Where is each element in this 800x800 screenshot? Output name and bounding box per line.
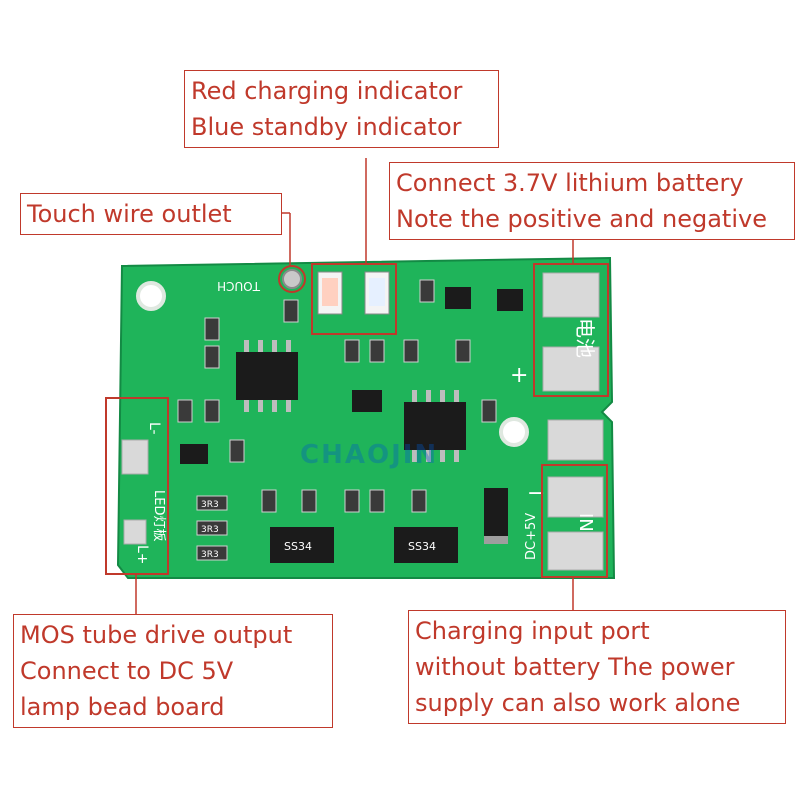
callout-indicators: Red charging indicator Blue standby indi…: [184, 70, 499, 148]
silk-plus: +: [510, 363, 528, 388]
silk-l-minus: L-: [146, 422, 162, 435]
silk-minus: −: [527, 481, 545, 506]
callout-battery-line2: Note the positive and negative: [396, 205, 767, 233]
silk-battery: 电池: [573, 318, 597, 358]
silk-ss34-b: SS34: [408, 540, 436, 553]
charging-pads: [547, 419, 604, 571]
callout-indicators-line2: Blue standby indicator: [191, 113, 462, 141]
highlight-boxes: [105, 263, 609, 578]
callout-mos-line2: Connect to DC 5V: [20, 657, 234, 685]
callout-touch-line1: Touch wire outlet: [27, 200, 232, 228]
silk-touch: TOUCH: [217, 279, 261, 293]
led-indicators: [317, 271, 390, 315]
callout-touch: Touch wire outlet: [20, 193, 282, 235]
diodes: [270, 488, 508, 563]
callout-indicators-line1: Red charging indicator: [191, 77, 463, 105]
led-output-pads: [121, 439, 149, 545]
ic-chips: [180, 287, 523, 464]
silk-in: IN: [575, 513, 596, 532]
mounting-hole-left: [136, 281, 166, 311]
silk-dc5v: DC+5V: [524, 513, 539, 560]
touch-pad: [282, 269, 302, 289]
callout-mos: MOS tube drive output Connect to DC 5V l…: [13, 614, 333, 728]
callout-charging-line2: without battery The power: [415, 653, 735, 681]
silk-led: LED灯板: [151, 490, 166, 541]
watermark: CHAOJIN: [300, 440, 439, 470]
battery-pads: [542, 272, 600, 392]
callout-charging-line1: Charging input port: [415, 617, 650, 645]
callout-battery-line1: Connect 3.7V lithium battery: [396, 169, 744, 197]
leader-lines: [135, 158, 574, 614]
callout-battery: Connect 3.7V lithium battery Note the po…: [389, 162, 795, 240]
callout-charging: Charging input port without battery The …: [408, 610, 786, 724]
silk-3r3-c: 3R3: [201, 550, 219, 560]
callout-mos-line3: lamp bead board: [20, 693, 225, 721]
silk-3r3-a: 3R3: [201, 500, 219, 510]
mounting-hole-right: [499, 417, 529, 447]
silk-l-plus: L+: [134, 545, 150, 565]
passive-components: [177, 279, 497, 561]
silk-ss34-a: SS34: [284, 540, 312, 553]
callout-mos-line1: MOS tube drive output: [20, 621, 293, 649]
silk-3r3-b: 3R3: [201, 525, 219, 535]
callout-charging-line3: supply can also work alone: [415, 689, 741, 717]
